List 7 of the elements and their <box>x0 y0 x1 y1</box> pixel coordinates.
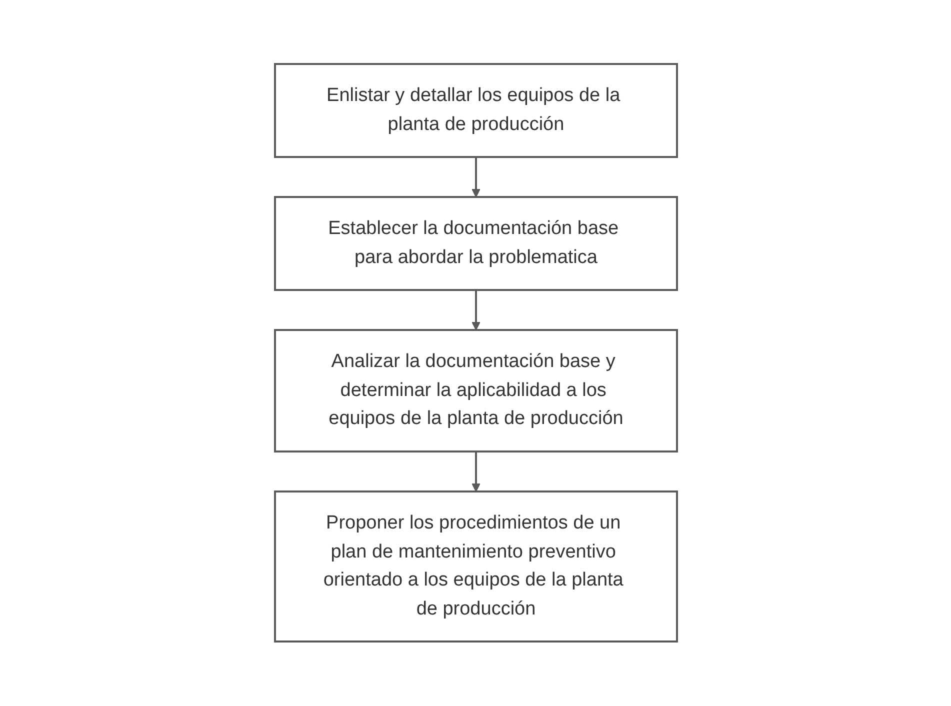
node-box: Proponer los procedimientos de un plan de mantenimiento preventivo orientado a los equipos de la planta de producción <box>274 490 678 643</box>
arrow <box>471 290 480 331</box>
node-box: Establecer la documentación base para abordar la problematica <box>274 196 678 292</box>
node-box: Analizar la documentación base y determinar la aplicabilidad a los equipos de la planta de producción <box>274 329 678 453</box>
arrow <box>471 157 480 198</box>
arrow <box>471 452 480 492</box>
node-box: Enlistar y detallar los equipos de la planta de producción <box>274 63 678 158</box>
